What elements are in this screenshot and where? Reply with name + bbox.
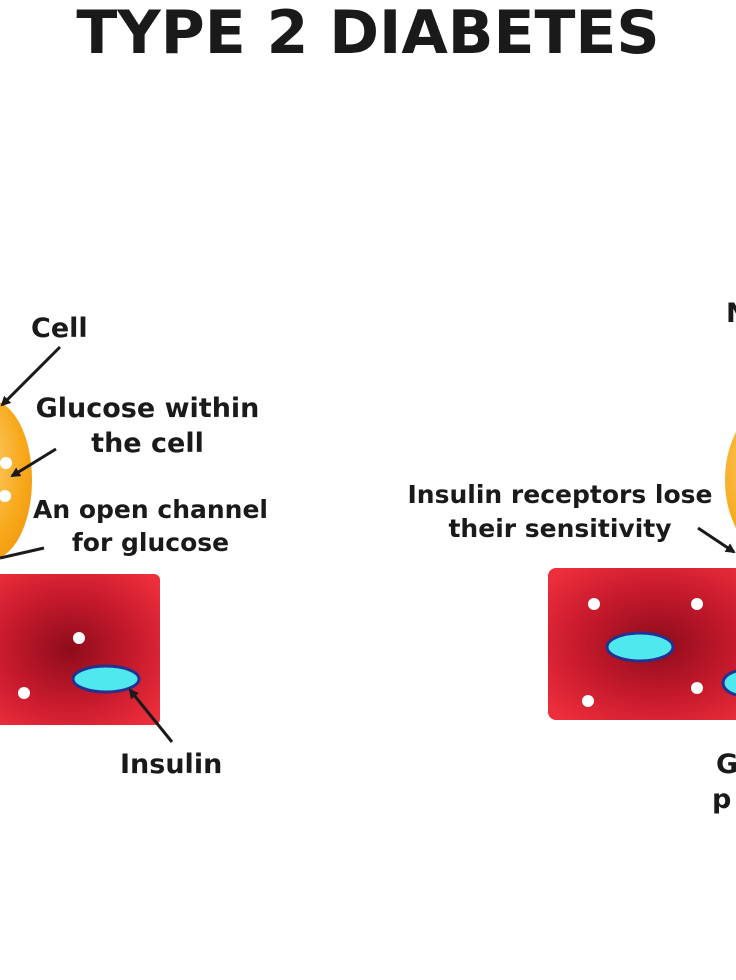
insulin-molecule (605, 631, 675, 663)
glucose-dot (691, 682, 703, 694)
right-bottom-partial-line1: G (716, 749, 736, 780)
right-top-partial-label: N (726, 296, 736, 331)
insulin-label: Insulin (120, 749, 223, 780)
cell-label: Cell (31, 313, 88, 344)
glucose-dot (588, 598, 600, 610)
insulin-molecule (71, 664, 141, 694)
receptors-line2: their sensitivity (448, 514, 672, 543)
receptor-pointer (697, 526, 736, 554)
insulin-pointer (128, 688, 174, 743)
glucose-within-line1: Glucose within (35, 393, 260, 424)
receptors-line1: Insulin receptors lose (407, 480, 713, 509)
open-channel-line2: for glucose (71, 528, 230, 557)
receptors-label: Insulin receptors lose their sensitivity (390, 478, 730, 546)
right-cell (725, 432, 736, 528)
insulin-molecule (721, 669, 736, 697)
open-channel-label: An open channel for glucose (28, 493, 273, 559)
cell-pointer (0, 345, 62, 407)
glucose-within-line2: the cell (91, 428, 204, 459)
glucose-dot (0, 457, 12, 469)
glucose-dot (691, 598, 703, 610)
right-bottom-partial-line2: p (712, 784, 732, 815)
open-channel-line1: An open channel (33, 495, 268, 524)
channel-pointer (0, 546, 45, 560)
glucose-pointer (10, 447, 57, 478)
glucose-dot (0, 490, 11, 502)
left-blood-vessel (0, 574, 160, 725)
glucose-dot (73, 632, 85, 644)
right-bottom-partial-label: G p (712, 747, 736, 817)
page-title: TYPE 2 DIABETES (76, 0, 660, 68)
glucose-within-cell-label: Glucose within the cell (30, 391, 265, 461)
left-cell (0, 402, 32, 558)
glucose-dot (582, 695, 594, 707)
glucose-dot (18, 687, 30, 699)
